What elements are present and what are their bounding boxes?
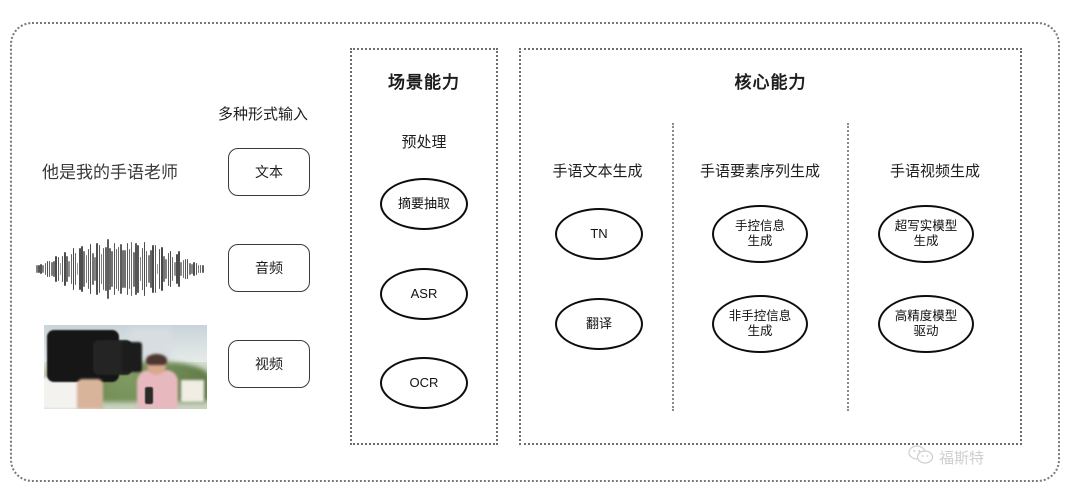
input-chip-text[interactable]: 文本: [228, 148, 310, 196]
core-capability-panel: 核心能力: [519, 48, 1022, 445]
node-tn[interactable]: TN: [555, 208, 643, 260]
thumb-reporter-hair: [145, 353, 168, 366]
multi-format-input-label: 多种形式输入: [218, 106, 309, 123]
core-column-heading-sign-video-generation: 手语视频生成: [889, 163, 980, 180]
node-translation[interactable]: 翻译: [555, 298, 643, 350]
input-chip-audio[interactable]: 音频: [228, 244, 310, 292]
thumb-paper: [180, 380, 204, 403]
thumb-camera-hood: [122, 341, 142, 373]
watermark-text: 福斯特: [939, 450, 985, 467]
thumb-reporter-body: [136, 370, 178, 409]
thumb-microphone: [145, 387, 154, 404]
node-summary-extraction[interactable]: 摘要抽取: [380, 178, 468, 230]
node-non-manual-info-generation[interactable]: 非手控信息 生成: [712, 295, 808, 353]
scene-capability-panel: 场景能力: [350, 48, 498, 445]
node-hyperrealistic-model-generation[interactable]: 超写实模型 生成: [878, 205, 974, 263]
core-column-divider-1: [672, 123, 674, 411]
node-asr[interactable]: ASR: [380, 268, 468, 320]
outer-frame: [10, 22, 1060, 482]
node-ocr[interactable]: OCR: [380, 357, 468, 409]
core-capability-title: 核心能力: [734, 73, 807, 92]
core-column-divider-2: [847, 123, 849, 411]
audio-waveform: [36, 238, 204, 300]
core-column-heading-sign-text-generation: 手语文本生成: [552, 163, 643, 180]
scene-preprocess-heading: 预处理: [401, 134, 447, 151]
thumb-operator-arm: [76, 378, 103, 409]
node-high-precision-model-driving[interactable]: 高精度模型 驱动: [878, 295, 974, 353]
node-manual-info-generation[interactable]: 手控信息 生成: [712, 205, 808, 263]
input-chip-video[interactable]: 视频: [228, 340, 310, 388]
video-thumbnail: [44, 325, 207, 409]
watermark: 福斯特: [908, 445, 984, 470]
scene-capability-title: 场景能力: [388, 73, 460, 92]
wechat-icon: [908, 445, 934, 470]
sample-text-sentence: 他是我的手语老师: [42, 163, 178, 182]
core-column-heading-sign-element-sequence-generation: 手语要素序列生成: [699, 163, 820, 180]
